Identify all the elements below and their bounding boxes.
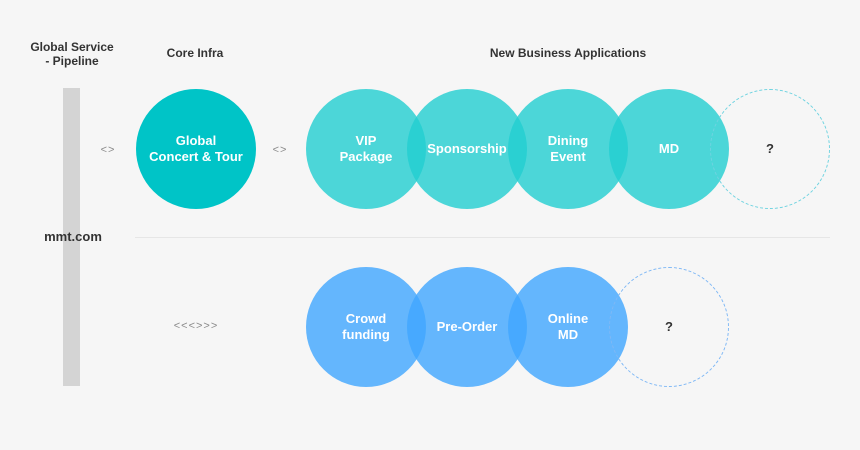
circle-pre-order: Pre-Order	[407, 267, 527, 387]
connector-core-apps: <>	[272, 144, 288, 156]
circle-sponsorship: Sponsorship	[407, 89, 527, 209]
connector-pipeline-core: <>	[100, 144, 116, 156]
circle-crowd-funding: Crowd funding	[306, 267, 426, 387]
circle-unknown-bottom: ?	[609, 267, 729, 387]
pipeline-bar	[63, 88, 80, 386]
pipeline-label: mmt.com	[44, 229, 102, 244]
header-new-business: New Business Applications	[489, 46, 647, 60]
connector-pipeline-bottom: <<<>>>	[173, 320, 219, 332]
circle-vip-package: VIP Package	[306, 89, 426, 209]
header-global-service: Global Service - Pipeline	[30, 40, 114, 68]
header-core-infra: Core Infra	[166, 46, 224, 60]
row-divider	[135, 237, 830, 238]
circle-unknown-top: ?	[710, 89, 830, 209]
circle-md: MD	[609, 89, 729, 209]
circle-global-concert-tour: Global Concert & Tour	[136, 89, 256, 209]
circle-dining-event: Dining Event	[508, 89, 628, 209]
circle-online-md: Online MD	[508, 267, 628, 387]
